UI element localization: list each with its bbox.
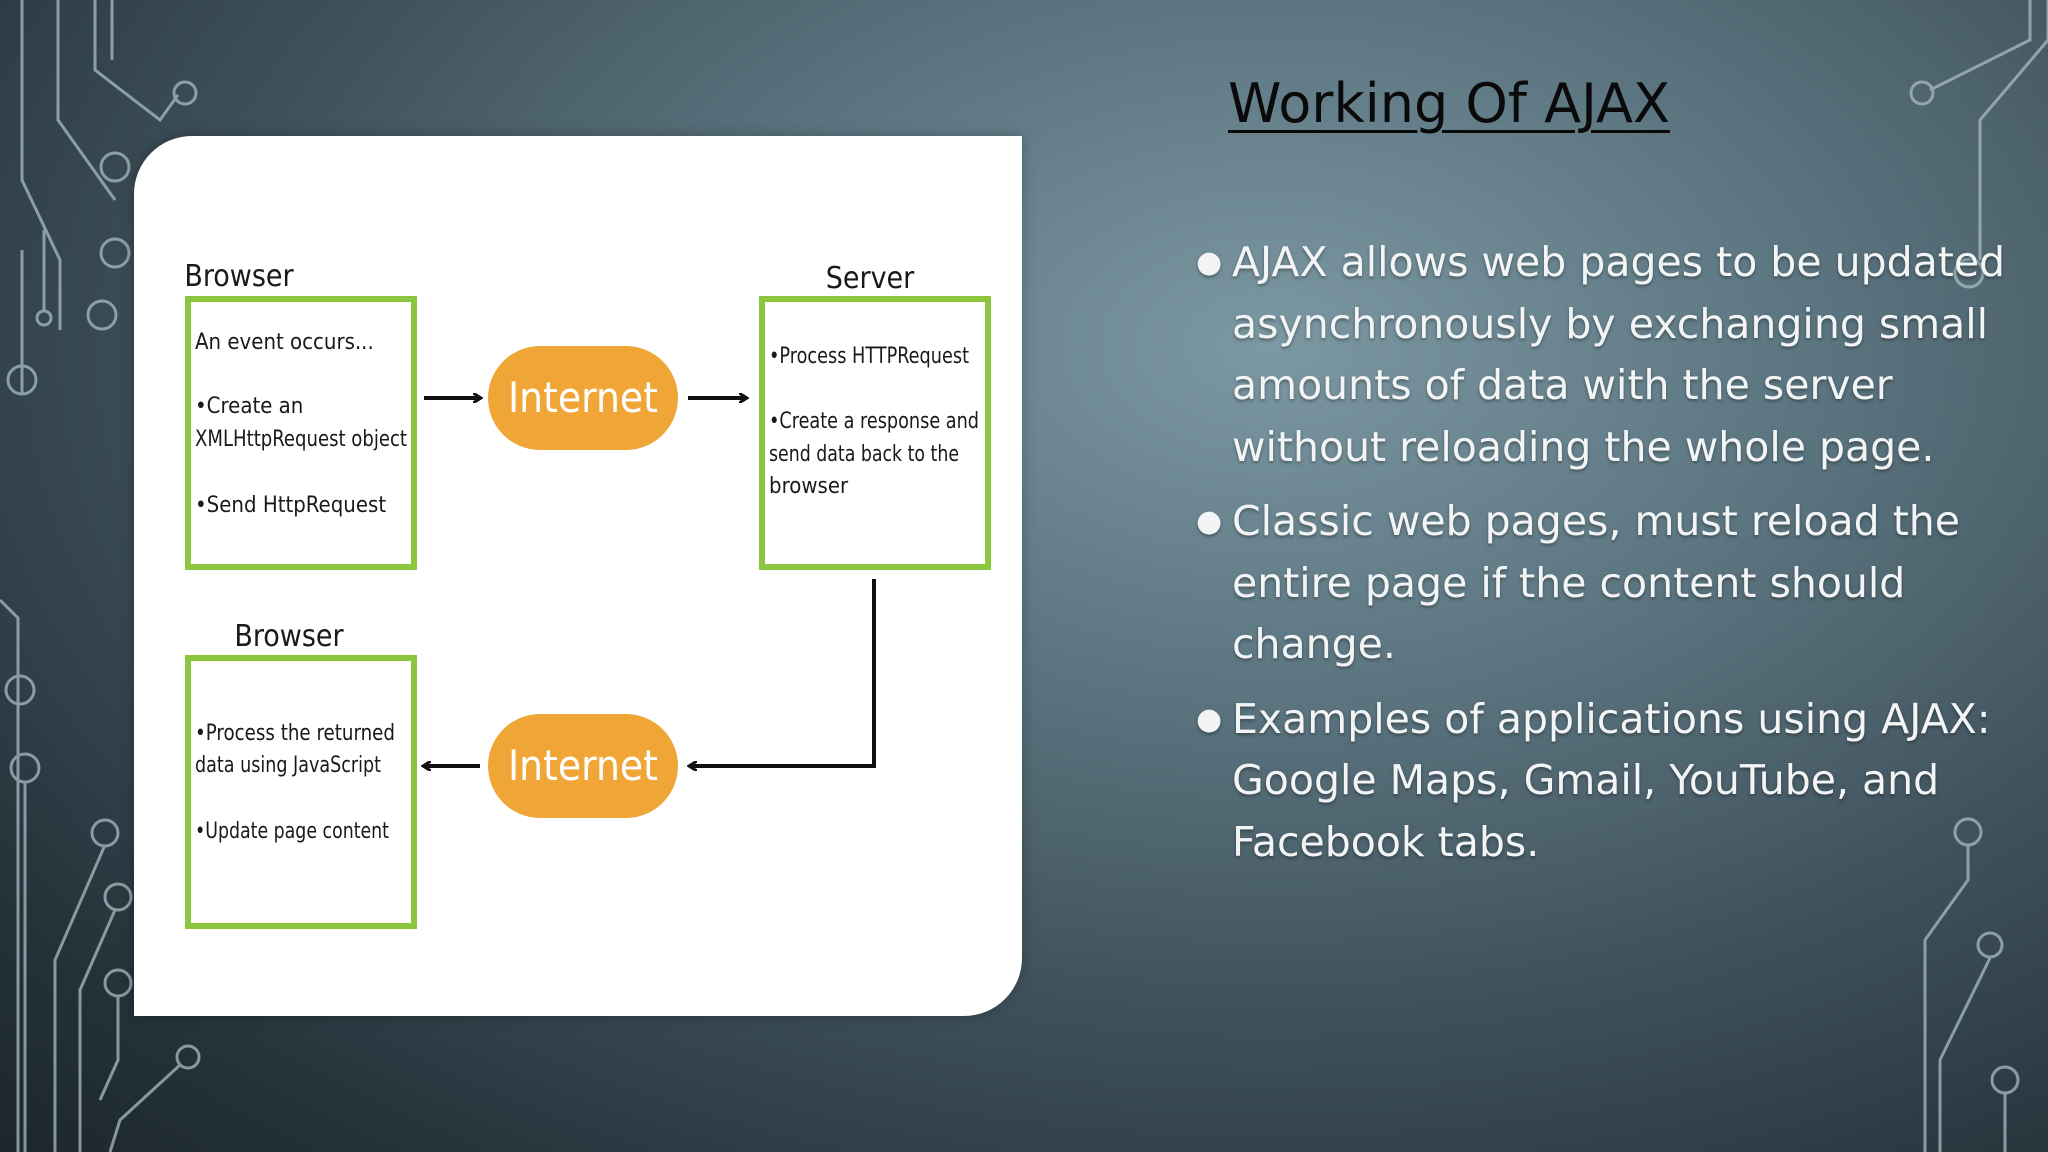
slide-title: Working Of AJAX <box>1228 72 1670 135</box>
browser-top-line: XMLHttpRequest object <box>195 427 407 452</box>
browser-bottom-line: •Process the returned <box>195 721 395 746</box>
bullet-item: ●Examples of applications using AJAX: Go… <box>1196 689 2016 874</box>
bullet-text: AJAX allows web pages to be updated asyn… <box>1232 238 2006 471</box>
browser-top-box <box>185 296 417 570</box>
browser-top-line: •Send HttpRequest <box>195 493 386 518</box>
internet-top-label: Internet <box>508 373 658 422</box>
bullet-dot-icon: ● <box>1196 504 1223 539</box>
internet-top-pill <box>488 346 678 450</box>
browser-bottom-line: data using JavaScript <box>195 753 381 778</box>
bullet-text: Classic web pages, must reload the entir… <box>1232 497 1960 668</box>
browser-top-line: •Create an <box>195 394 303 419</box>
arrow-server-to-internet <box>690 579 876 766</box>
bullet-text: Examples of applications using AJAX: Goo… <box>1232 694 1991 866</box>
bullet-dot-icon: ● <box>1196 701 1223 737</box>
diagram-card: Browser An event occurs... •Create an XM… <box>134 136 1022 1016</box>
server-line: •Create a response and <box>769 409 979 434</box>
server-line: send data back to the <box>769 442 959 467</box>
browser-bottom-line: •Update page content <box>195 819 389 844</box>
bullet-list: ● AJAX allows web pages to be updated asy… <box>1196 232 2016 886</box>
browser-bottom-box <box>185 655 417 929</box>
browser-top-line: An event occurs... <box>195 330 374 355</box>
browser-bottom-heading: Browser <box>234 619 344 654</box>
internet-bottom-label: Internet <box>508 741 658 790</box>
browser-top-heading: Browser <box>184 259 294 294</box>
server-line: browser <box>769 474 849 499</box>
server-heading: Server <box>826 261 915 296</box>
internet-bottom-pill <box>488 714 678 818</box>
server-line: •Process HTTPRequest <box>769 344 969 369</box>
bullet-dot-icon: ● <box>1196 245 1223 280</box>
server-box <box>759 296 991 570</box>
ajax-flow-diagram: Browser An event occurs... •Create an XM… <box>184 259 991 929</box>
bullet-item: ● AJAX allows web pages to be updated asy… <box>1196 232 2016 478</box>
bullet-item: ● Classic web pages, must reload the enti… <box>1196 491 2016 676</box>
